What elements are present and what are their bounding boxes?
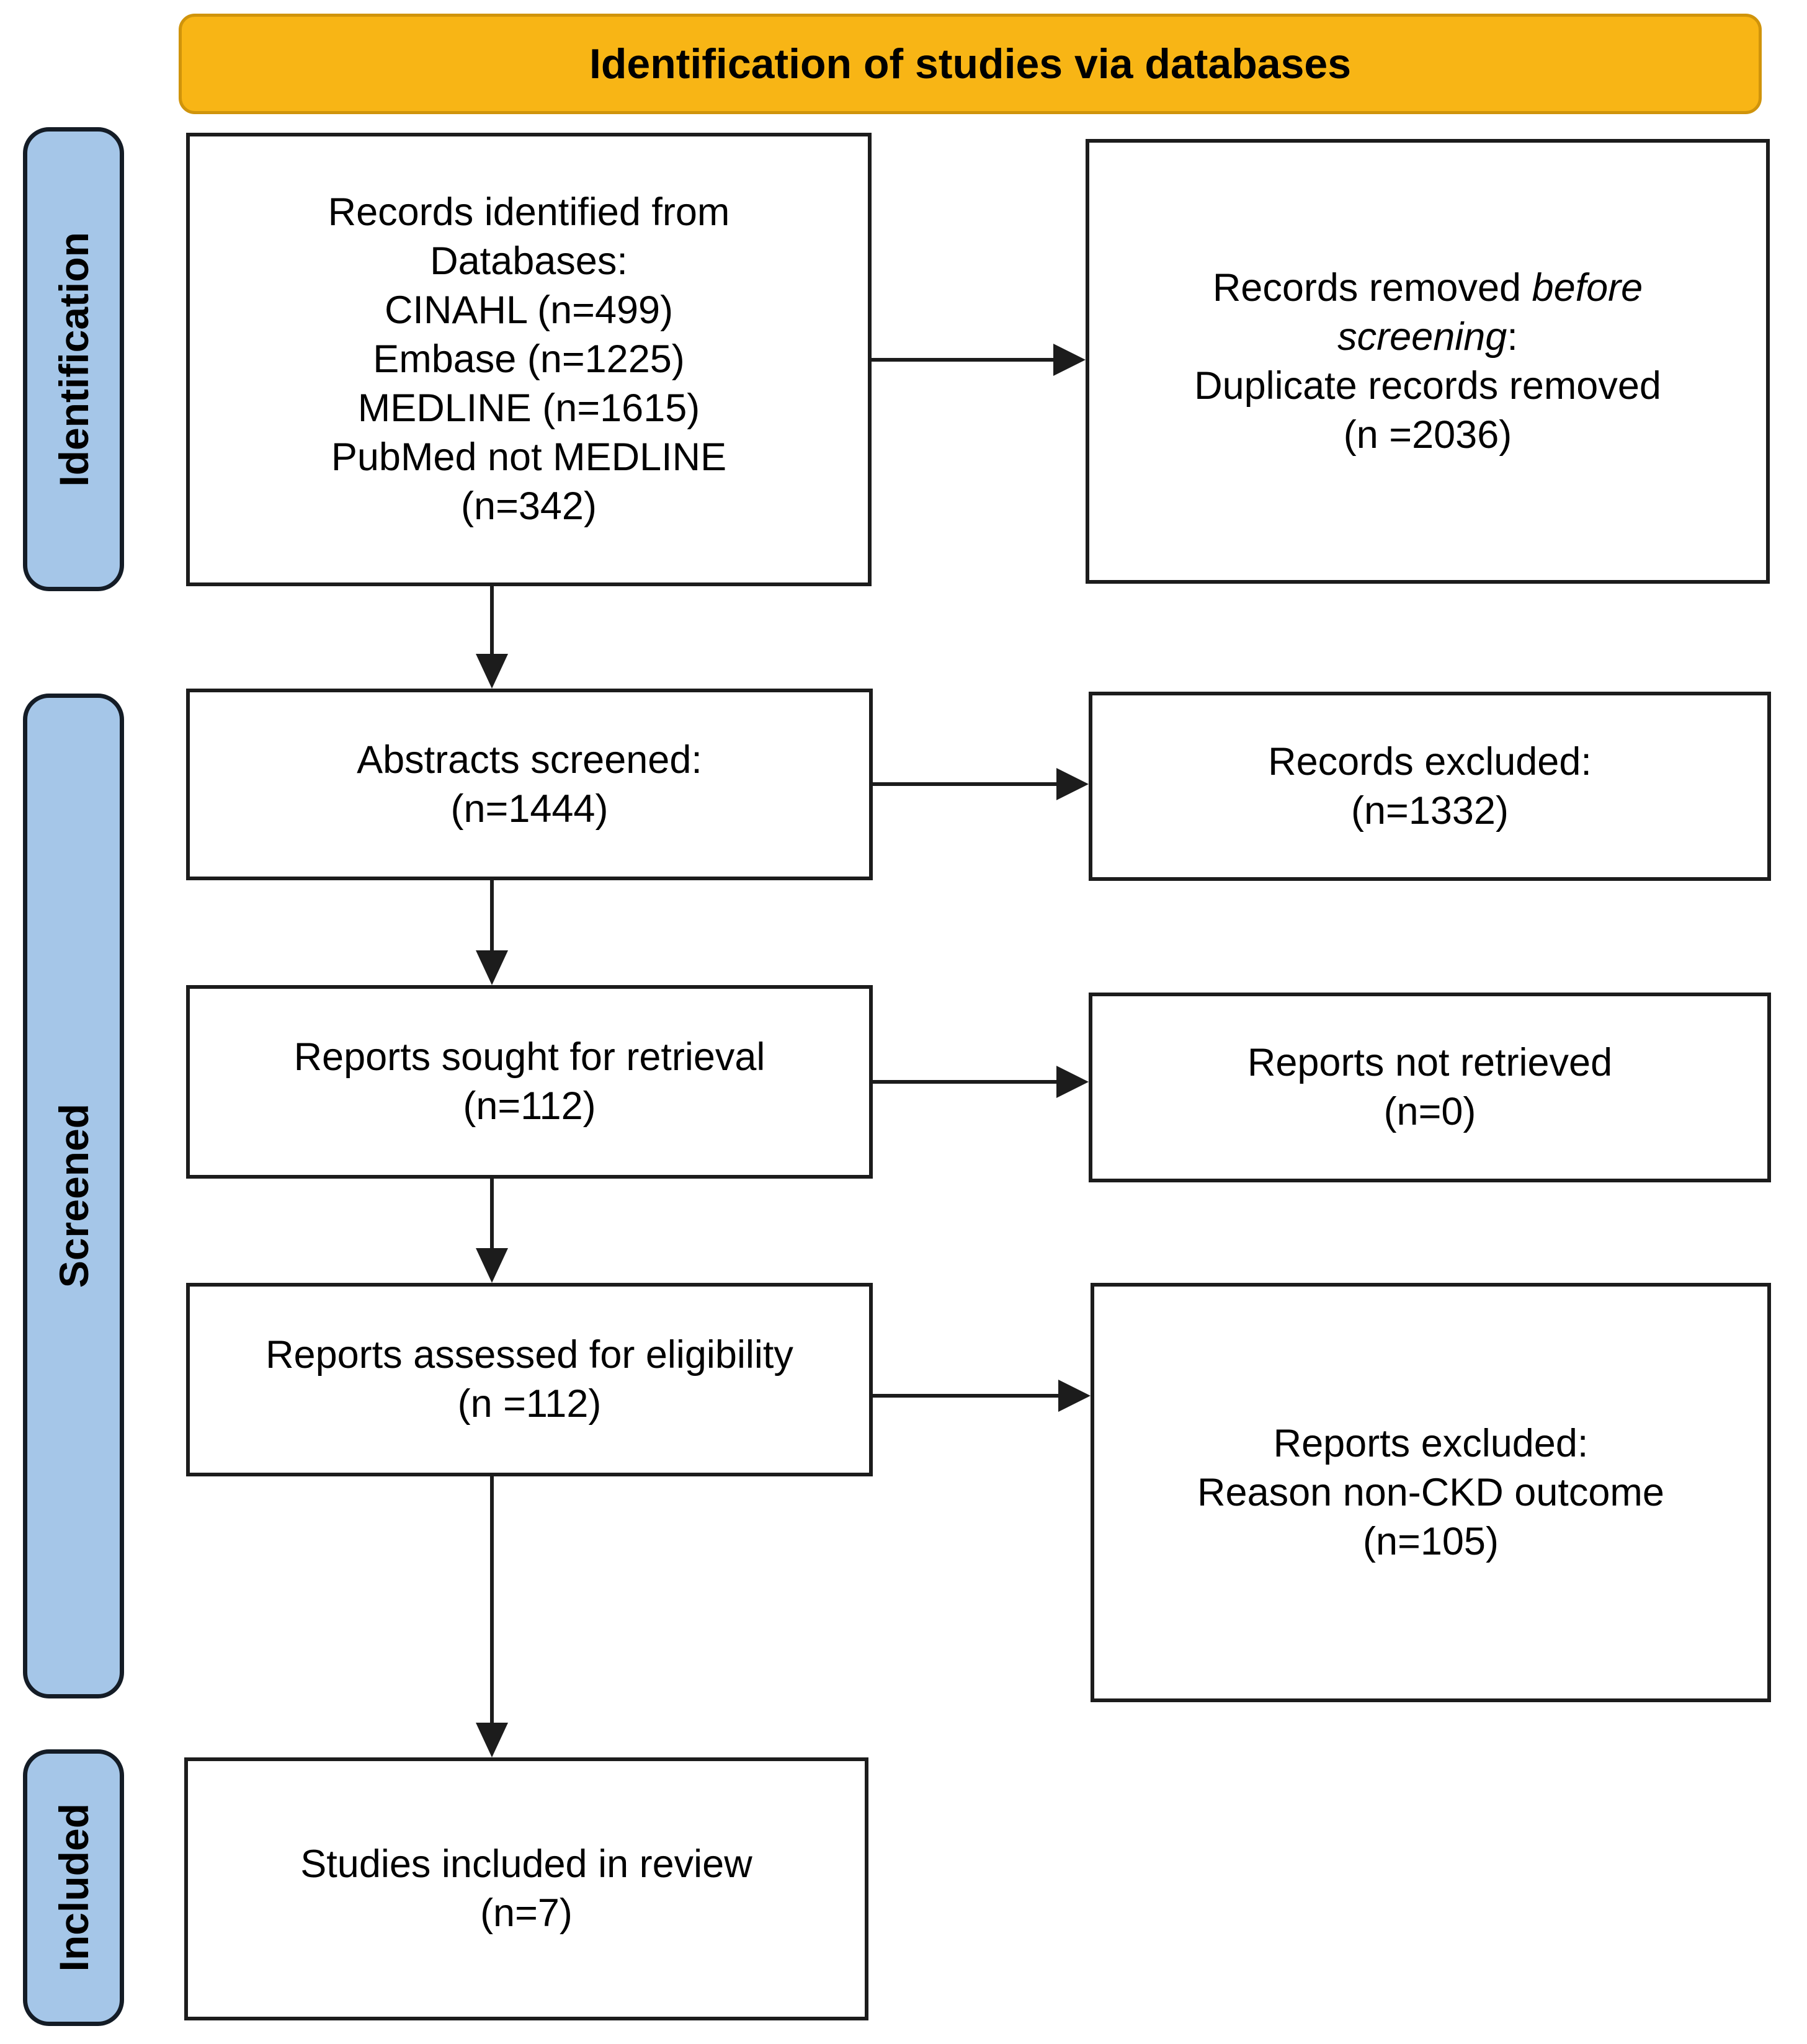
box-reports-sought: Reports sought for retrieval (n=112) <box>186 985 873 1179</box>
arrow-line-assessed-to-included <box>490 1476 494 1725</box>
stage-identification: Identification <box>23 127 124 591</box>
banner-label: Identification of studies via databases <box>589 40 1352 87</box>
stage-included-label: Included <box>50 1803 97 1972</box>
box-records-removed-line: Duplicate records removed <box>1194 364 1661 408</box>
box-reports-not-retrieved-line: (n=0) <box>1383 1090 1476 1133</box>
box-records-excluded: Records excluded: (n=1332) <box>1089 692 1771 881</box>
box-abstracts-screened-line: (n=1444) <box>450 787 609 831</box>
box-abstracts-screened: Abstracts screened: (n=1444) <box>186 689 873 880</box>
box-studies-included: Studies included in review (n=7) <box>184 1757 868 2020</box>
arrow-head-down-icon <box>476 1248 508 1283</box>
box-records-removed: Records removed before screening: Duplic… <box>1086 139 1770 584</box>
arrow-line-identified-to-screened <box>490 586 494 658</box>
stage-screened: Screened <box>23 694 124 1698</box>
arrow-head-down-icon <box>476 1723 508 1757</box>
arrow-line-sought-to-not-retrieved <box>873 1080 1059 1084</box>
box-reports-assessed-line: (n =112) <box>457 1382 602 1426</box>
box-reports-assessed: Reports assessed for eligibility (n =112… <box>186 1283 873 1476</box>
box-reports-assessed-line: Reports assessed for eligibility <box>265 1333 793 1377</box>
box-records-identified-line: (n=342) <box>461 484 597 528</box>
stage-identification-label: Identification <box>50 231 97 487</box>
box-reports-sought-line: Reports sought for retrieval <box>293 1035 765 1079</box>
box-records-identified-line: MEDLINE (n=1615) <box>357 386 700 430</box>
arrow-line-screened-to-excluded <box>873 782 1059 786</box>
box-records-removed-line: Records removed before <box>1213 264 1643 313</box>
box-abstracts-screened-line: Abstracts screened: <box>357 738 702 782</box>
box-records-removed-line: screening: <box>1337 313 1518 362</box>
arrow-line-sought-to-assessed <box>490 1179 494 1251</box>
box-records-identified-line: Records identified from <box>328 190 730 234</box>
arrow-head-right-icon <box>1058 1380 1091 1412</box>
arrow-head-right-icon <box>1056 768 1089 800</box>
box-reports-not-retrieved-line: Reports not retrieved <box>1247 1041 1613 1084</box>
box-reports-excluded: Reports excluded: Reason non-CKD outcome… <box>1091 1283 1771 1702</box>
box-reports-excluded-line: (n=105) <box>1363 1519 1499 1563</box>
box-records-identified-line: Embase (n=1225) <box>373 337 685 381</box>
box-studies-included-line: (n=7) <box>480 1891 573 1935</box>
box-reports-not-retrieved: Reports not retrieved (n=0) <box>1089 993 1771 1182</box>
box-records-removed-line: (n =2036) <box>1343 413 1512 457</box>
banner-identification-via-databases: Identification of studies via databases <box>179 14 1762 114</box>
arrow-head-down-icon <box>476 950 508 985</box>
arrow-line-screened-to-sought <box>490 880 494 953</box>
records-removed-text: Records removed <box>1212 266 1532 310</box>
arrow-line-assessed-to-reports-excluded <box>873 1394 1061 1398</box>
box-records-identified-line: Databases: <box>430 239 628 283</box>
arrow-line-identified-to-removed <box>872 358 1058 362</box>
records-removed-text: : <box>1507 315 1518 359</box>
arrow-head-down-icon <box>476 654 508 689</box>
stage-screened-label: Screened <box>50 1104 97 1288</box>
stage-included: Included <box>23 1749 124 2026</box>
arrow-head-right-icon <box>1053 344 1086 376</box>
box-records-identified: Records identified from Databases: CINAH… <box>186 133 872 586</box>
box-reports-excluded-line: Reason non-CKD outcome <box>1197 1470 1664 1514</box>
box-studies-included-line: Studies included in review <box>300 1842 752 1886</box>
arrow-head-right-icon <box>1056 1066 1089 1098</box>
box-reports-sought-line: (n=112) <box>463 1084 596 1128</box>
box-records-excluded-line: (n=1332) <box>1351 788 1509 832</box>
records-removed-italic: screening <box>1337 315 1507 359</box>
records-removed-italic: before <box>1532 266 1643 310</box>
box-records-identified-line: PubMed not MEDLINE <box>331 435 727 479</box>
box-reports-excluded-line: Reports excluded: <box>1273 1421 1589 1465</box>
box-records-excluded-line: Records excluded: <box>1268 739 1592 783</box>
box-records-identified-line: CINAHL (n=499) <box>384 288 674 332</box>
